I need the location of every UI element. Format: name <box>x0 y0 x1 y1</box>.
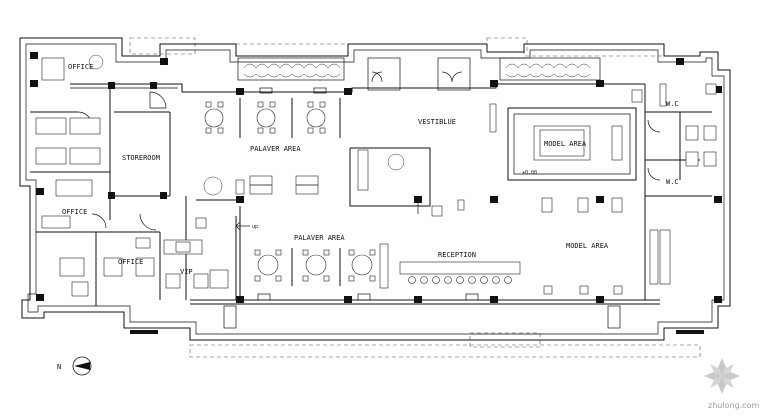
label-office-mid: OFFICE <box>62 208 87 216</box>
watermark-text: zhulong.com <box>708 401 759 410</box>
office-furniture <box>35 57 155 297</box>
label-palaver-top: PALAVER AREA <box>250 145 301 153</box>
label-palaver-bottom: PALAVER AREA <box>294 234 345 242</box>
wc-fixtures <box>659 83 717 167</box>
interior-walls <box>30 83 712 306</box>
dining-tables <box>235 175 319 195</box>
label-wc-bottom: W.C <box>666 178 679 186</box>
label-office-top: OFFICE <box>68 63 93 71</box>
label-vip: VIP <box>180 268 193 276</box>
reception-counter <box>379 243 521 289</box>
label-model-area-box: MODEL AREA <box>544 140 587 148</box>
vestibule-entrance <box>357 57 471 217</box>
label-wc-top: W.C <box>666 100 679 108</box>
north-arrow-icon: N <box>57 356 92 376</box>
planters <box>88 54 601 196</box>
label-reception: RECEPTION <box>438 251 476 259</box>
vip-furniture <box>163 217 229 289</box>
label-vestiblue: VESTIBLUE <box>418 118 456 126</box>
model-displays <box>489 89 671 295</box>
structural-columns <box>30 52 722 334</box>
label-storeroom: STOREROOM <box>122 154 160 162</box>
label-level: ±0.00 <box>522 170 537 176</box>
palaver-bottom-tables <box>254 248 376 286</box>
doors <box>77 71 661 231</box>
watermark-logo-icon <box>704 358 740 394</box>
exterior-walls <box>19 37 731 341</box>
window-tags <box>223 87 621 329</box>
palaver-top-tables <box>204 98 341 138</box>
up-arrow <box>235 221 250 231</box>
label-north: N <box>57 363 61 371</box>
label-up: up <box>252 224 258 230</box>
label-model-area: MODEL AREA <box>566 242 609 250</box>
label-office-low: OFFICE <box>118 258 143 266</box>
